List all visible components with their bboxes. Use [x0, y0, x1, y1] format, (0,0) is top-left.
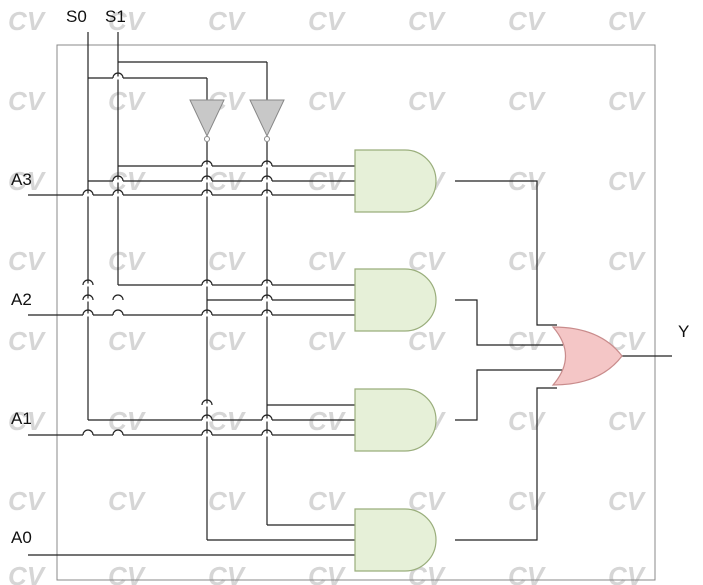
crossover-hop: [112, 189, 124, 196]
watermark-text: CV: [508, 406, 547, 436]
watermark-text: CV: [508, 326, 547, 356]
watermark-text: CV: [608, 6, 647, 36]
and-gate-3: [354, 388, 437, 452]
not-gate-s0: [189, 99, 225, 142]
crossover-hop: [82, 429, 94, 436]
crossover-hop: [82, 279, 94, 286]
watermark-text: CV: [208, 406, 247, 436]
watermark-text: CV: [208, 326, 247, 356]
watermark-text: CV: [108, 6, 147, 36]
watermark-text: CV: [608, 561, 647, 585]
or-gate: [551, 326, 623, 386]
watermark-text: CV: [208, 246, 247, 276]
watermark-text: CV: [408, 86, 447, 116]
crossover-hop: [112, 309, 124, 316]
crossover-hop: [261, 414, 273, 421]
crossover-hop: [201, 414, 213, 421]
crossover-hop: [201, 279, 213, 286]
crossover-hop: [261, 279, 273, 286]
watermark-text: CV: [208, 486, 247, 516]
watermark-text: CV: [8, 166, 47, 196]
watermark-text: CV: [508, 6, 547, 36]
watermark-text: CV: [108, 486, 147, 516]
crossover-hop: [201, 189, 213, 196]
crossover-hop: [261, 309, 273, 316]
a0-label: A0: [11, 528, 32, 547]
watermark-text: CV: [8, 86, 47, 116]
watermark-text: CV: [508, 561, 547, 585]
s1-label: S1: [105, 7, 126, 26]
wire-crossovers: [82, 72, 273, 437]
crossover-hop: [112, 72, 124, 79]
watermark-text: CV: [108, 86, 147, 116]
crossover-hop: [201, 309, 213, 316]
a2-label: A2: [11, 290, 32, 309]
crossover-hop: [261, 189, 273, 196]
watermark-text: CV: [8, 6, 47, 36]
watermark-text: CV: [508, 86, 547, 116]
watermark-text: CV: [208, 561, 247, 585]
watermark-text: CV: [308, 246, 347, 276]
watermark-text: CV: [108, 246, 147, 276]
crossover-hop: [112, 429, 124, 436]
watermark-text: CV: [308, 86, 347, 116]
crossover-hop: [261, 294, 273, 301]
crossover-hop: [112, 175, 124, 182]
and-gate-2: [354, 268, 437, 332]
watermark-text: CV: [8, 246, 47, 276]
circuit-frame: [56, 44, 656, 581]
watermark-text: CV: [608, 166, 647, 196]
watermark-layer: CV CV CV CV CV CV CV CV CV CV CV CV CV CV CV CV CV CV CV CV…: [8, 6, 647, 585]
watermark-text: CV: [8, 561, 47, 585]
watermark-text: CV: [108, 326, 147, 356]
watermark-text: CV: [308, 561, 347, 585]
and-gate-1: [354, 149, 437, 213]
crossover-hop: [201, 399, 213, 406]
watermark-text: CV: [8, 406, 47, 436]
crossover-hop: [201, 175, 213, 182]
crossover-hop: [261, 160, 273, 167]
watermark-text: CV: [108, 561, 147, 585]
y-label: Y: [678, 322, 689, 341]
crossover-hop: [201, 429, 213, 436]
watermark-text: CV: [308, 486, 347, 516]
watermark-text: CV: [508, 486, 547, 516]
crossover-hop: [82, 309, 94, 316]
crossover-hop: [201, 160, 213, 167]
watermark-text: CV: [608, 246, 647, 276]
not-gate-s1: [249, 99, 285, 142]
crossover-hop: [261, 429, 273, 436]
and-gate-4: [354, 508, 437, 572]
watermark-text: CV: [608, 486, 647, 516]
watermark-text: CV: [508, 246, 547, 276]
crossover-hop: [112, 294, 124, 301]
watermark-text: CV: [608, 86, 647, 116]
crossover-hop: [261, 175, 273, 182]
a1-label: A1: [11, 409, 32, 428]
watermark-text: CV: [8, 326, 47, 356]
watermark-text: CV: [308, 6, 347, 36]
watermark-text: CV: [208, 6, 247, 36]
watermark-text: CV: [608, 406, 647, 436]
crossover-hop: [82, 189, 94, 196]
crossover-hop: [82, 294, 94, 301]
a3-label: A3: [11, 170, 32, 189]
watermark-text: CV: [408, 326, 447, 356]
watermark-text: CV: [8, 486, 47, 516]
watermark-text: CV: [408, 6, 447, 36]
watermark-text: CV: [308, 326, 347, 356]
s0-label: S0: [66, 7, 87, 26]
watermark-text: CV: [308, 406, 347, 436]
